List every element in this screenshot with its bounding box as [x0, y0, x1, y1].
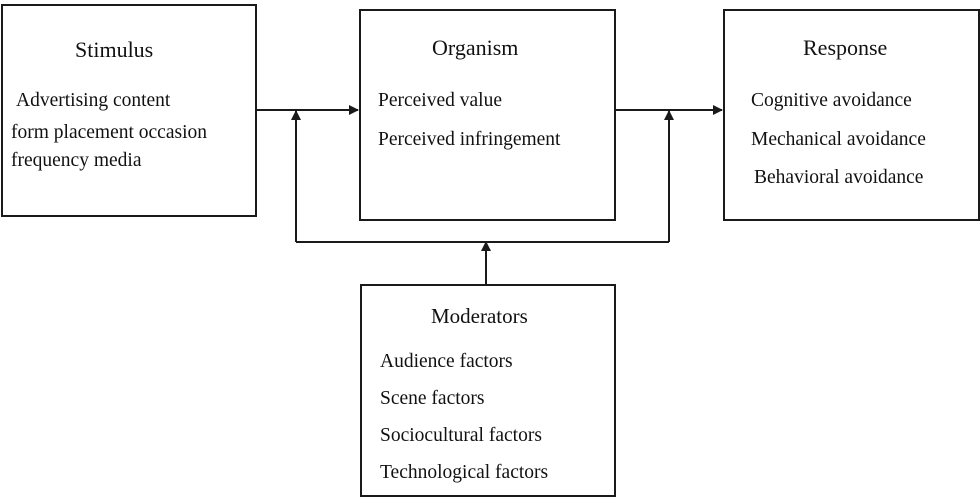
organism-line-2: Perceived infringement [378, 129, 561, 150]
moderators-box: Moderators Audience factors Scene factor… [360, 284, 616, 497]
moderators-line-4: Technological factors [380, 462, 549, 483]
stimulus-line-1: Advertising content [16, 90, 171, 111]
organism-line-1: Perceived value [378, 90, 502, 111]
response-line-2: Mechanical avoidance [751, 129, 926, 150]
stimulus-box: Stimulus Advertising content form placem… [1, 4, 257, 217]
organism-title: Organism [432, 35, 519, 60]
stimulus-title: Stimulus [75, 37, 154, 62]
moderators-line-3: Sociocultural factors [380, 425, 542, 446]
organism-box: Organism Perceived value Perceived infri… [359, 9, 616, 221]
response-line-1: Cognitive avoidance [751, 90, 912, 111]
stimulus-line-2: form placement occasion [11, 122, 207, 143]
response-line-3: Behavioral avoidance [754, 167, 924, 188]
response-title: Response [803, 35, 888, 60]
moderators-title: Moderators [431, 304, 528, 328]
stimulus-line-3: frequency media [11, 150, 142, 171]
moderators-line-1: Audience factors [380, 351, 513, 372]
response-box: Response Cognitive avoidance Mechanical … [723, 9, 980, 221]
moderators-line-2: Scene factors [380, 388, 485, 409]
